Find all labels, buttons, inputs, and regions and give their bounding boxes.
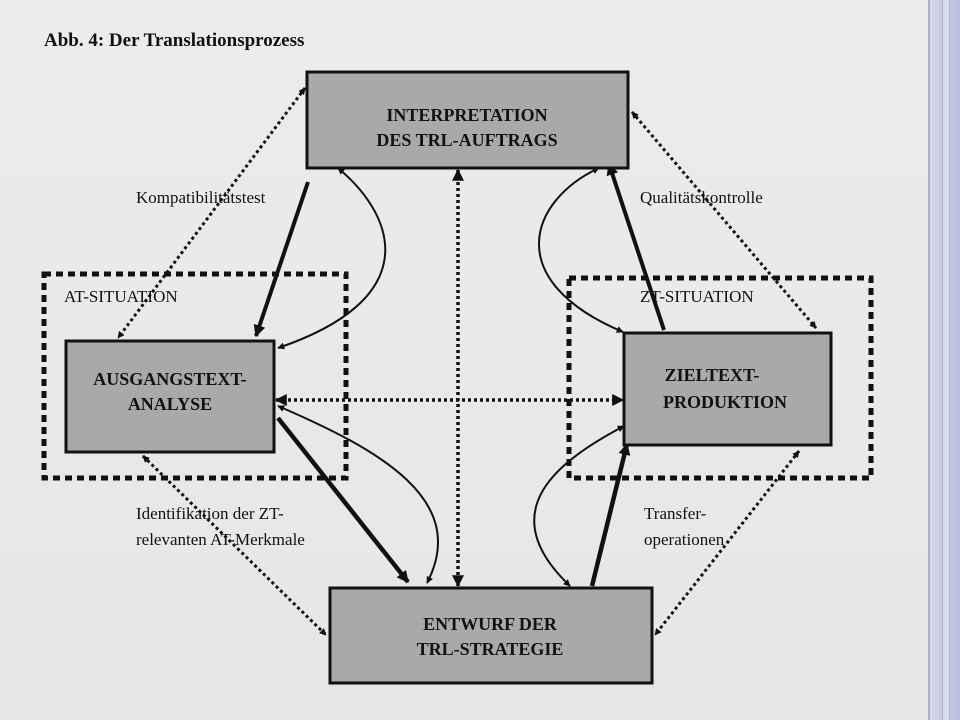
box-zieltext-line1: ZIELTEXT- [665,365,760,385]
arrow-entwurf-to-zieltext [589,442,631,587]
label-transfer-line2: operationen [644,530,725,549]
box-ausgangstext-line1: AUSGANGSTEXT- [93,369,246,389]
box-interpretation-line1: INTERPRETATION [386,105,547,125]
dotted-arrow-zieltext-to-entwurf [653,450,801,636]
label-identifikation-line1: Identifikation der ZT- [136,504,284,523]
label-identifikation-line2: relevanten AT-Merkmale [136,530,305,549]
label-transfer-line1: Transfer- [644,504,707,523]
dotted-arrow-interpretation-to-ausgangstext [116,87,307,339]
curved-arrow-entwurf-to-ausgangstext [277,405,439,584]
label-qualitaetskontrolle: Qualitätskontrolle [640,188,763,207]
label-kompatibilitaetstest: Kompatibilitätstest [136,188,266,207]
curved-arrow-entwurf-to-zieltext [533,425,625,587]
curved-arrow-ausgangstext-to-interpretation [277,167,387,350]
at-situation-label: AT-SITUATION [64,287,178,306]
document-page: Abb. 4: Der Translationsprozess AT-SITUA… [0,0,928,720]
box-zieltext: ZIELTEXT- PRODUKTION [622,331,833,447]
arrow-ausgangstext-to-entwurf [276,416,410,584]
box-interpretation: INTERPRETATION DES TRL-AUFTRAGS [305,70,630,170]
box-interpretation-line2: DES TRL-AUFTRAGS [376,130,557,150]
box-ausgangstext-line2: ANALYSE [128,394,212,414]
box-zieltext-line2: PRODUKTION [663,392,787,412]
figure-caption: Abb. 4: Der Translationsprozess [44,30,305,51]
box-ausgangstext: AUSGANGSTEXT- ANALYSE [64,339,276,454]
box-entwurf-line2: TRL-STRATEGIE [417,639,564,659]
window-side-edge [928,0,960,720]
scroll-track [942,0,950,720]
dotted-arrow-interpretation-to-zieltext [630,111,818,329]
box-entwurf: ENTWURF DER TRL-STRATEGIE [328,586,654,685]
curved-arrow-zieltext-to-interpretation [538,167,624,333]
box-entwurf-line1: ENTWURF DER [423,614,558,634]
translation-process-diagram: AT-SITUATION ZT-SITUATION INTERPRETATION… [41,70,874,685]
dotted-arrow-ausgangstext-to-entwurf [141,454,328,637]
